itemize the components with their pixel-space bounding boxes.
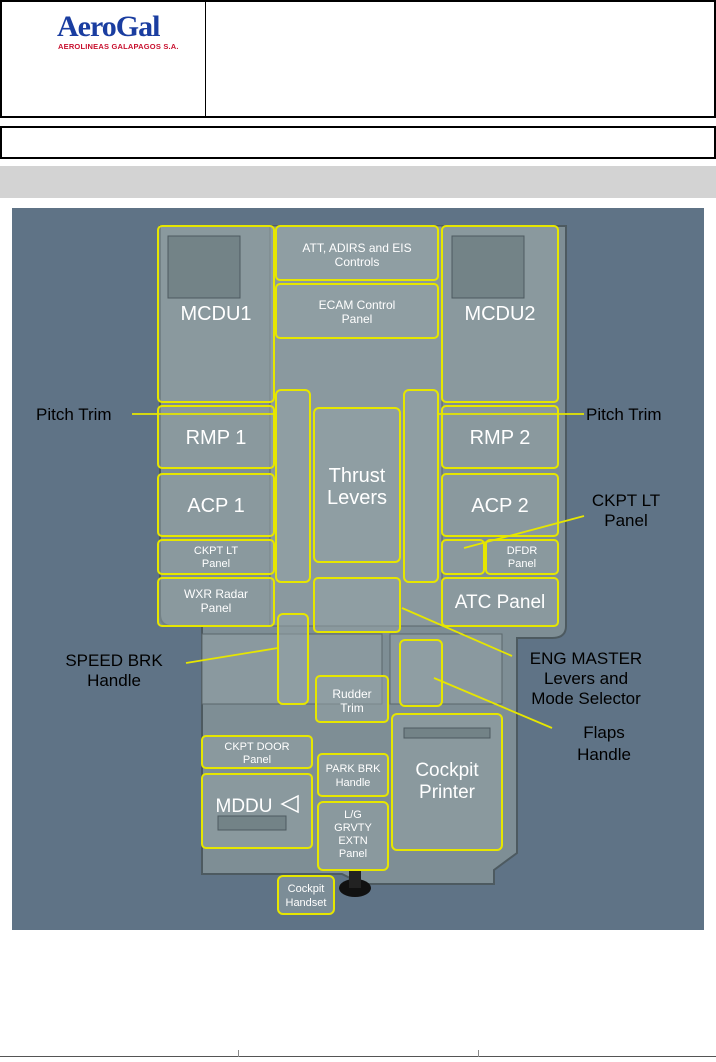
- speed-brk-callout-1: SPEED BRK: [65, 651, 163, 670]
- mcdu2-screen: [451, 235, 525, 299]
- atc-label: ATC Panel: [455, 592, 545, 613]
- mcdu2-label: MCDU2: [464, 303, 535, 325]
- flaps-leader: [433, 677, 553, 729]
- eng-master-callout-2: Levers and: [544, 669, 628, 688]
- thrust-label-1: Thrust: [329, 465, 386, 487]
- mcdu1-screen: [167, 235, 241, 299]
- lg-grvty-panel: [317, 801, 389, 871]
- handset-label-2: Handset: [286, 897, 327, 909]
- dfdr-label-2: Panel: [508, 558, 536, 570]
- ckpt-lt-right-callout-2: Panel: [604, 511, 647, 530]
- wxr-radar-panel: [157, 577, 275, 627]
- acp1-panel: [157, 473, 275, 537]
- dfdr-label-1: DFDR: [507, 545, 538, 557]
- eng-master-area: [313, 577, 401, 633]
- acp1-label: ACP 1: [187, 495, 244, 517]
- pitch-trim-wheel-right: [403, 389, 439, 583]
- rmp1-label: RMP 1: [186, 427, 247, 449]
- mddu-arrow-icon: [280, 794, 299, 814]
- att-adirs-panel: [275, 225, 439, 281]
- atc-panel: [441, 577, 559, 627]
- eng-master-callout-3: Mode Selector: [531, 689, 641, 708]
- pitch-trim-right-callout: Pitch Trim: [586, 405, 662, 424]
- lg-grvty-label-4: Panel: [339, 848, 367, 860]
- printer-label-1: Cockpit: [415, 760, 479, 781]
- cockpit-printer-panel: [391, 713, 503, 851]
- eng-master-callout-1: ENG MASTER: [530, 649, 642, 668]
- rudder-trim-panel: [315, 675, 389, 723]
- handset-label-1: Cockpit: [288, 883, 325, 895]
- flaps-handle: [399, 639, 443, 707]
- handset-stem: [349, 870, 361, 888]
- ckpt-lt-left-label-1: CKPT LT: [194, 545, 238, 557]
- ckpt-door-panel: [201, 735, 313, 769]
- ecam-control-panel: [275, 283, 439, 339]
- speed-brk-handle: [277, 613, 309, 705]
- ckpt-door-label-2: Panel: [243, 754, 271, 766]
- lg-grvty-label-3: EXTN: [338, 835, 367, 847]
- mddu-screen: [217, 815, 287, 831]
- acp2-panel: [441, 473, 559, 537]
- park-brk-label-1: PARK BRK: [326, 763, 381, 775]
- pitch-trim-left-callout: Pitch Trim: [36, 405, 112, 424]
- eng-master-leader: [401, 607, 513, 657]
- wxr-label-2: Panel: [201, 601, 232, 615]
- section-bar: [0, 166, 716, 198]
- rmp2-label: RMP 2: [470, 427, 531, 449]
- ckpt-lt-right-leader: [463, 515, 585, 549]
- thrust-label-2: Levers: [327, 487, 387, 509]
- printer-slot: [403, 727, 491, 739]
- park-brk-label-2: Handle: [336, 777, 371, 789]
- rudder-label-1: Rudder: [332, 687, 371, 701]
- att-adirs-label-2: Controls: [335, 255, 380, 269]
- mddu-label: MDDU: [216, 796, 273, 817]
- ecam-label-2: Panel: [342, 312, 373, 326]
- acp2-label: ACP 2: [471, 495, 528, 517]
- rudder-label-2: Trim: [340, 701, 364, 715]
- wxr-label-1: WXR Radar: [184, 587, 248, 601]
- mcdu1-label: MCDU1: [180, 303, 251, 325]
- footer-rule: [0, 1056, 716, 1057]
- ckpt-door-label-1: CKPT DOOR: [224, 741, 289, 753]
- logo: AeroGal: [57, 10, 160, 43]
- header-logo-cell: AeroGal AEROLINEAS GALAPAGOS S.A.: [0, 0, 206, 118]
- att-adirs-label-1: ATT, ADIRS and EIS: [302, 241, 411, 255]
- header-strip: [0, 126, 716, 159]
- ecam-label-1: ECAM Control: [319, 298, 396, 312]
- dfdr-panel: [485, 539, 559, 575]
- ckpt-lt-panel-right: [441, 539, 485, 575]
- cockpit-handset-panel: [277, 875, 335, 915]
- speed-brk-leader: [185, 647, 279, 664]
- printer-label-2: Printer: [419, 782, 476, 803]
- thrust-levers-area: [313, 407, 401, 563]
- ckpt-lt-panel-left: [157, 539, 275, 575]
- flaps-callout-2: Handle: [577, 745, 631, 764]
- footer-divider: [478, 1050, 479, 1057]
- ckpt-lt-left-label-2: Panel: [202, 558, 230, 570]
- pedestal-diagram: ATT, ADIRS and EIS Controls ECAM Control…: [12, 208, 704, 930]
- footer-divider: [238, 1050, 239, 1057]
- logo-subtitle: AEROLINEAS GALAPAGOS S.A.: [58, 42, 179, 51]
- lg-grvty-label-2: GRVTY: [334, 822, 372, 834]
- park-brk-handle: [317, 753, 389, 797]
- flaps-callout-1: Flaps: [583, 723, 625, 742]
- speed-brk-callout-2: Handle: [87, 671, 141, 690]
- header-info-cell: [205, 0, 716, 118]
- rmp2-panel: [441, 405, 559, 469]
- rmp1-panel: [157, 405, 275, 469]
- pitch-trim-wheel-left: [275, 389, 311, 583]
- lg-grvty-label-1: L/G: [344, 809, 362, 821]
- ckpt-lt-right-callout-1: CKPT LT: [592, 491, 660, 510]
